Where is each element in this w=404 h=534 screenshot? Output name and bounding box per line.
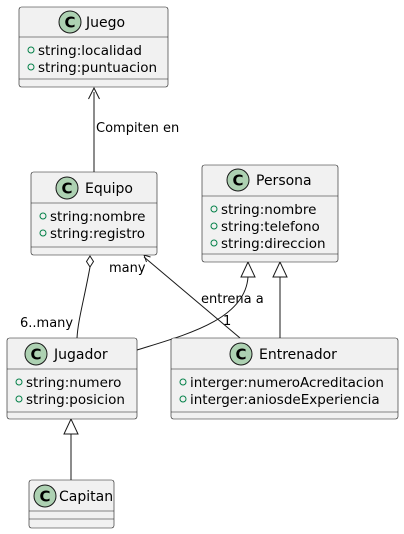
attribute: interger:aniosdeExperiencia — [190, 392, 380, 408]
edge-label-entrena-a: entrena a — [201, 292, 264, 307]
edge-equipo-jugador: 6..many — [20, 255, 95, 339]
multiplicity-6-many: 6..many — [20, 316, 73, 331]
public-visibility-icon — [15, 395, 23, 403]
class-badge-letter: C — [232, 172, 243, 190]
attribute: string:direccion — [221, 236, 326, 252]
attribute: string:telefono — [221, 219, 320, 235]
attribute: string:nombre — [50, 209, 145, 225]
class-capitan[interactable]: C Capitan — [28, 479, 115, 529]
attribute: string:nombre — [221, 202, 316, 218]
aggregation-diamond — [85, 255, 95, 268]
inheritance-arrowhead — [240, 260, 256, 278]
edge-label-compiten-en: Compiten en — [96, 121, 179, 136]
class-badge-letter: C — [39, 488, 50, 506]
public-visibility-icon — [39, 229, 47, 237]
public-visibility-icon — [179, 395, 187, 403]
class-badge-letter: C — [61, 180, 72, 198]
class-juego[interactable]: C Juego string:localidad string:puntuaci… — [18, 6, 169, 88]
public-visibility-icon — [39, 212, 47, 220]
class-name-capitan: Capitan — [59, 489, 113, 505]
class-entrenador[interactable]: C Entrenador interger:numeroAcreditacion… — [170, 337, 399, 420]
class-badge-letter: C — [235, 346, 246, 364]
edge-jugador-persona — [136, 260, 256, 351]
class-name-equipo: Equipo — [85, 181, 133, 197]
class-name-entrenador: Entrenador — [259, 347, 337, 363]
public-visibility-icon — [210, 239, 218, 247]
public-visibility-icon — [15, 378, 23, 386]
public-visibility-icon — [210, 205, 218, 213]
class-jugador[interactable]: C Jugador string:numero string:posicion — [6, 337, 138, 420]
class-name-jugador: Jugador — [53, 347, 108, 363]
class-persona[interactable]: C Persona string:nombre string:telefono … — [201, 164, 339, 263]
attribute: string:posicion — [26, 392, 125, 408]
public-visibility-icon — [179, 378, 187, 386]
inheritance-arrowhead — [272, 260, 288, 278]
class-badge-icon — [33, 484, 57, 508]
multiplicity-many: many — [109, 261, 146, 276]
public-visibility-icon — [210, 222, 218, 230]
class-badge-icon — [226, 168, 250, 192]
attribute: interger:numeroAcreditacion — [190, 375, 384, 391]
edge-entrenador-persona — [272, 260, 288, 338]
public-visibility-icon — [27, 63, 35, 71]
attribute: string:puntuacion — [38, 60, 157, 76]
edge-entrenador-equipo: many entrena a 1 — [109, 254, 264, 339]
class-badge-letter: C — [64, 14, 75, 32]
class-badge-icon — [58, 10, 82, 34]
class-badge-letter: C — [30, 346, 41, 364]
public-visibility-icon — [27, 46, 35, 54]
edge-capitan-jugador — [63, 417, 79, 480]
class-badge-icon — [55, 176, 79, 200]
attribute: string:registro — [50, 226, 145, 242]
class-equipo[interactable]: C Equipo string:nombre string:registro — [30, 171, 158, 256]
attribute: string:localidad — [38, 43, 142, 59]
class-badge-icon — [24, 342, 48, 366]
inheritance-arrowhead — [63, 417, 79, 435]
multiplicity-1: 1 — [223, 314, 231, 329]
class-name-persona: Persona — [256, 173, 312, 189]
class-badge-icon — [229, 342, 253, 366]
attribute: string:numero — [26, 375, 121, 391]
class-name-juego: Juego — [85, 15, 125, 31]
edge-equipo-juego: Compiten en — [88, 86, 179, 172]
